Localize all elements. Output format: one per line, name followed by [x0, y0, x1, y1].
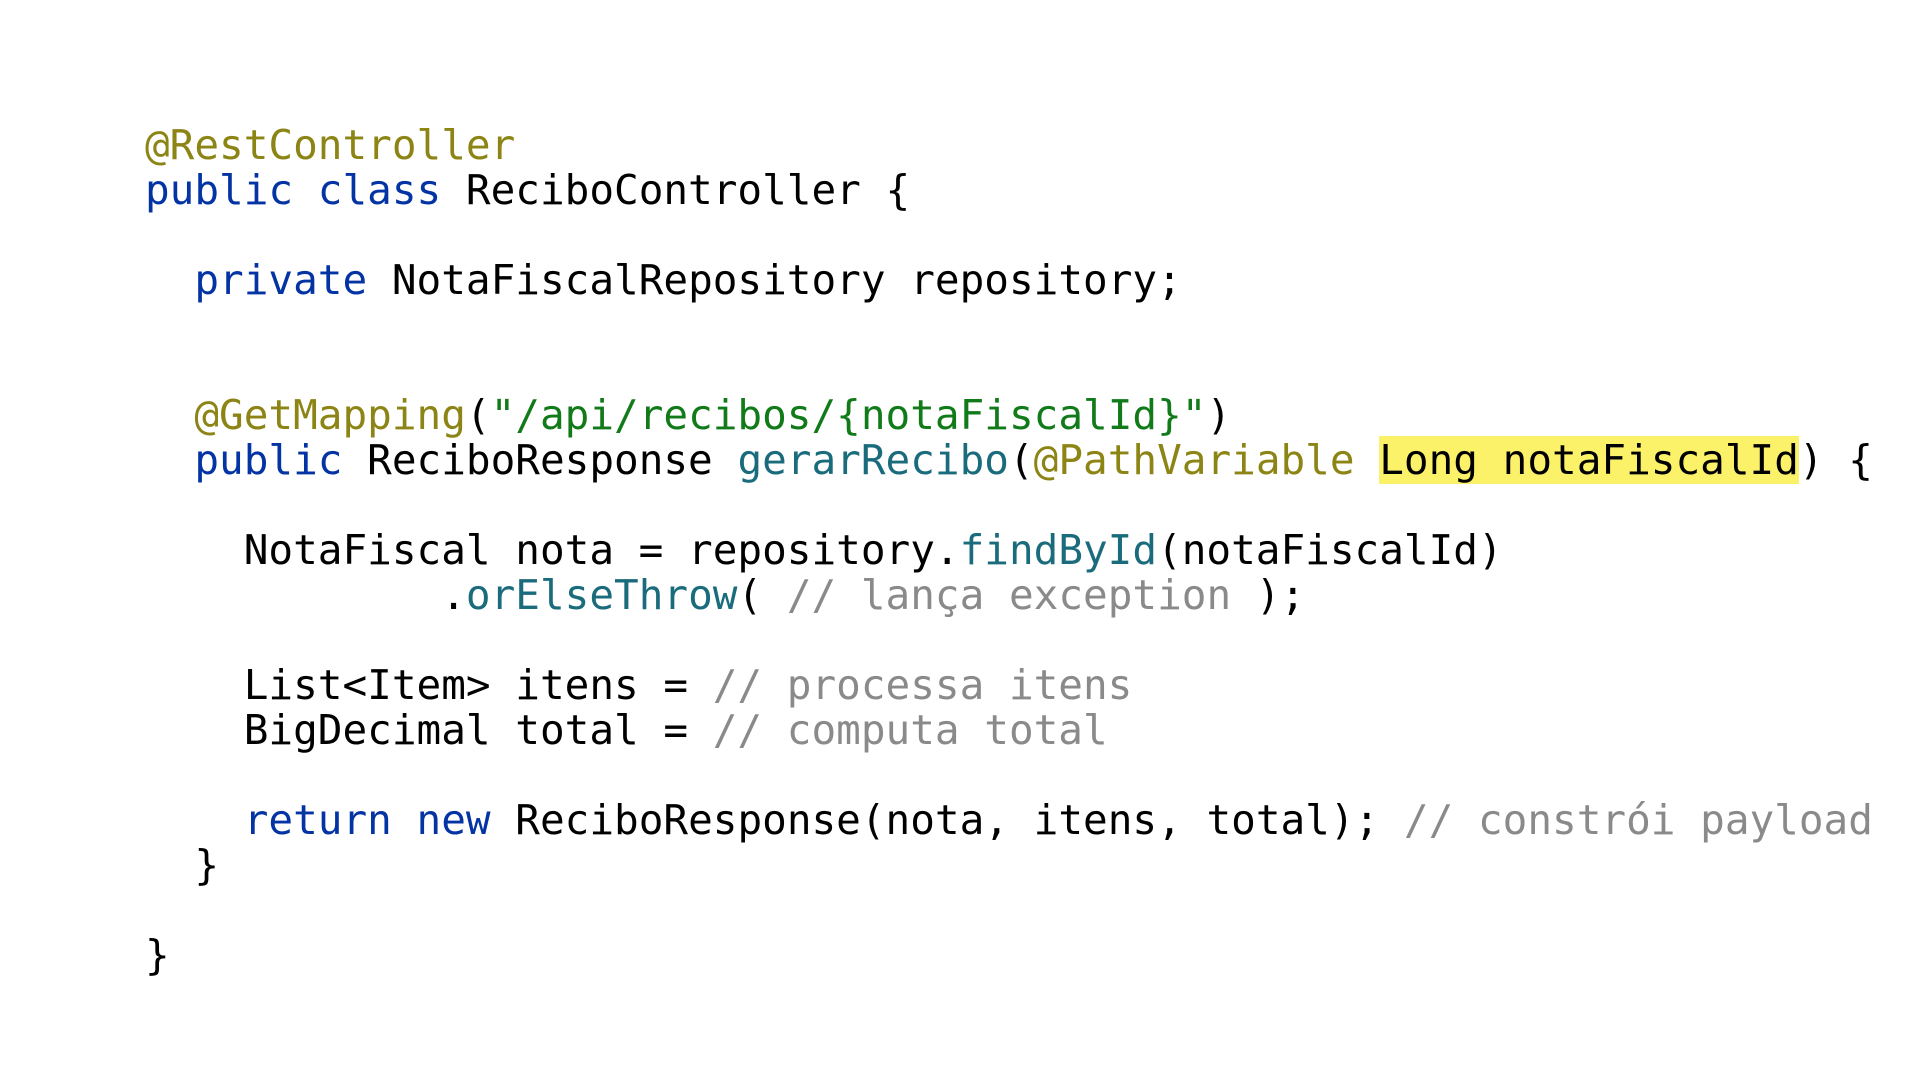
keyword-public: public [145, 166, 294, 214]
keyword-new: new [416, 796, 491, 844]
class-close-brace: } [145, 931, 170, 979]
method-or-else-throw: orElseThrow [465, 571, 738, 619]
total-declaration: BigDecimal total = [145, 706, 713, 754]
code-line-17: } [145, 843, 219, 888]
code-indent [145, 796, 244, 844]
code-line-16: return new ReciboResponse(nota, itens, t… [145, 798, 1873, 843]
find-by-id-argument: (notaFiscalId) [1157, 526, 1503, 574]
close-paren: ) [1206, 391, 1232, 439]
method-gerar-recibo: gerarRecibo [737, 436, 1009, 484]
code-line-10: NotaFiscal nota = repository.findById(no… [145, 528, 1503, 573]
annotation-get-mapping: @GetMapping [194, 391, 466, 439]
return-constructor: ReciboResponse(nota, itens, total); [490, 796, 1404, 844]
comment-constroi-payload: // constrói payload [1403, 796, 1873, 844]
open-paren: ( [465, 391, 491, 439]
code-space [392, 796, 417, 844]
code-line-4: private NotaFiscalRepository repository; [145, 256, 1182, 304]
itens-declaration: List<Item> itens = [145, 661, 713, 709]
code-line-1: @RestController [145, 123, 515, 168]
comment-processa-itens: // processa itens [712, 661, 1133, 709]
annotation-rest-controller: @RestController [145, 121, 516, 169]
class-declaration: ReciboController { [441, 166, 911, 214]
code-indent [145, 256, 194, 304]
method-close-brace: } [145, 841, 220, 889]
code-space [293, 166, 318, 214]
chained-call-dot: . [145, 571, 466, 619]
code-line-11: .orElseThrow( // lança exception ); [145, 573, 1305, 618]
code-line-19: } [145, 933, 170, 978]
keyword-private: private [194, 256, 368, 304]
return-type: ReciboResponse [342, 436, 738, 484]
comment-computa-total: // computa total [712, 706, 1108, 754]
code-line-8: public ReciboResponse gerarRecibo(@PathV… [145, 436, 1873, 484]
api-path-string: "/api/recibos/{notaFiscalId}" [490, 391, 1207, 439]
open-paren: ( [1008, 436, 1034, 484]
keyword-class: class [317, 166, 442, 214]
keyword-return: return [243, 796, 392, 844]
keyword-public: public [194, 436, 343, 484]
repository-field: NotaFiscalRepository repository; [367, 256, 1182, 304]
annotation-path-variable: @PathVariable [1033, 436, 1355, 484]
highlighted-parameter: Long notaFiscalId [1379, 436, 1799, 484]
code-line-14: BigDecimal total = // computa total [145, 708, 1108, 753]
open-paren: ( [737, 571, 787, 619]
comment-lanca-exception: // lança exception [786, 571, 1232, 619]
code-line-13: List<Item> itens = // processa itens [145, 661, 1133, 709]
code-line-7: @GetMapping("/api/recibos/{notaFiscalId}… [145, 393, 1231, 438]
code-line-2: public class ReciboController { [145, 168, 910, 213]
method-signature-end: ) { [1798, 436, 1873, 484]
statement-end: ); [1231, 571, 1306, 619]
method-find-by-id: findById [959, 526, 1158, 574]
code-indent [145, 391, 194, 439]
nota-declaration: NotaFiscal nota = repository. [145, 526, 960, 574]
code-indent [145, 436, 194, 484]
code-space [1355, 436, 1380, 484]
